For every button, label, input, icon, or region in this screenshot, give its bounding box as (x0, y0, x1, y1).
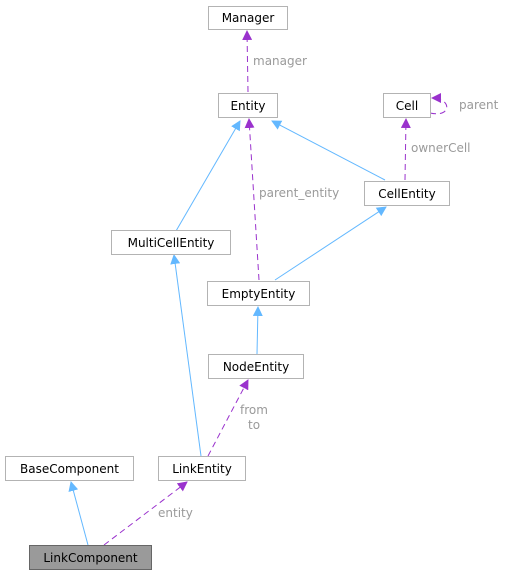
node-nodeentity[interactable]: NodeEntity (208, 354, 304, 379)
edge-label-ownercell: ownerCell (411, 141, 471, 155)
edge-label-parent: parent (459, 98, 499, 112)
edge-linkcomponent-to-basecomponent (68, 481, 89, 546)
edge-linkcomponent-uses-linkentity (103, 481, 188, 546)
edge-emptyentity-to-cellentity (274, 206, 387, 281)
node-cellentity[interactable]: CellEntity (364, 181, 450, 206)
edge-linkentity-to-multicellentity (170, 254, 202, 457)
edge-entity-uses-manager (242, 30, 253, 93)
edge-cellentity-uses-cell (400, 118, 411, 181)
node-cell[interactable]: Cell (383, 93, 431, 118)
edge-label-from: from (240, 403, 268, 417)
node-entity[interactable]: Entity (218, 93, 278, 118)
edge-multicellentity-to-entity (175, 120, 241, 232)
edge-nodeentity-to-emptyentity (252, 306, 263, 355)
edge-cellentity-to-entity (271, 120, 386, 181)
node-linkentity[interactable]: LinkEntity (158, 456, 246, 481)
node-multicellentity[interactable]: MultiCellEntity (111, 230, 231, 255)
edge-label-manager: manager (253, 54, 307, 68)
node-manager[interactable]: Manager (208, 6, 288, 30)
edge-linkentity-uses-nodeentity (207, 379, 249, 457)
edge-label-entity: entity (158, 506, 193, 520)
edge-label-to: to (248, 418, 261, 432)
node-linkcomponent[interactable]: LinkComponent (29, 545, 152, 570)
node-basecomponent[interactable]: BaseComponent (5, 456, 134, 481)
edge-label-parent-entity: parent_entity (259, 186, 340, 200)
edge-cell-self-parent (429, 93, 448, 115)
edge-emptyentity-uses-entity (244, 118, 260, 281)
node-emptyentity[interactable]: EmptyEntity (207, 281, 310, 306)
